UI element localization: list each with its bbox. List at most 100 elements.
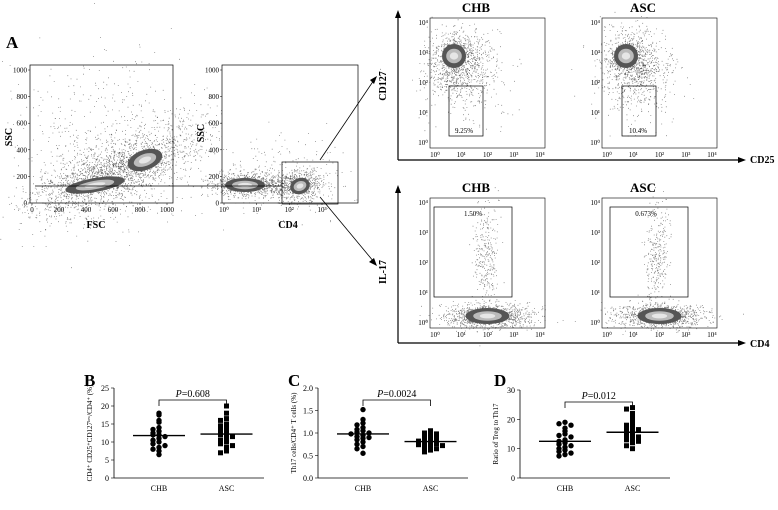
- tick-label: 10²: [655, 151, 664, 159]
- data-point: [156, 451, 162, 458]
- tick-label: 10¹: [457, 151, 466, 159]
- tick-label: 10²: [591, 259, 600, 267]
- data-point: [556, 432, 562, 439]
- cd4-gate: [281, 161, 339, 205]
- tick-label: 10⁰: [590, 319, 600, 327]
- x-tick-label: ASC: [423, 484, 439, 493]
- y-axis-label: SSC: [4, 128, 15, 146]
- y-tick-label: 0: [105, 474, 109, 483]
- data-point: [428, 444, 433, 449]
- tick-label: 10²: [285, 206, 294, 214]
- tick-label: 10⁴: [535, 331, 545, 339]
- y-tick-label: 0: [511, 474, 515, 483]
- y-tick-label: 0.0: [303, 474, 313, 483]
- tick-label: 10²: [419, 79, 428, 87]
- data-point: [224, 448, 229, 454]
- data-point: [630, 435, 635, 441]
- data-point: [422, 430, 427, 436]
- data-point: [630, 446, 635, 452]
- gate-percentage: 10.4%: [629, 127, 647, 135]
- tick-label: 10⁰: [430, 331, 440, 339]
- tick-label: 10³: [681, 151, 690, 159]
- y-axis-label: Ratio of Treg to Th17: [492, 403, 500, 464]
- y-tick-label: 0.5: [303, 452, 313, 461]
- data-point: [162, 433, 168, 440]
- y-tick-label: 20: [101, 402, 109, 411]
- data-point: [224, 435, 229, 441]
- data-point: [630, 413, 635, 419]
- data-point: [630, 410, 635, 416]
- data-point: [630, 428, 635, 434]
- data-point: [562, 451, 568, 458]
- data-point: [624, 422, 629, 428]
- data-point: [630, 431, 635, 437]
- gating-arrows: [35, 76, 377, 266]
- th17-x-label: CD4: [750, 339, 769, 350]
- data-point: [360, 428, 366, 434]
- data-point: [434, 435, 439, 440]
- significance-bracket: [362, 399, 431, 406]
- data-point: [422, 434, 427, 440]
- data-point: [354, 437, 360, 443]
- tick-label: 10³: [591, 49, 600, 57]
- data-point: [156, 412, 162, 418]
- gate-box: [448, 85, 484, 137]
- data-point: [568, 434, 574, 440]
- tick-label: 10⁰: [590, 139, 600, 147]
- y-axis-label: SSC: [196, 124, 207, 142]
- data-point: [422, 449, 427, 455]
- tick-label: 600: [108, 206, 119, 214]
- data-point: [562, 431, 568, 437]
- data-point: [218, 432, 223, 438]
- data-point: [428, 435, 433, 441]
- data-point: [162, 442, 168, 449]
- data-point: [360, 439, 366, 445]
- tick-label: 10¹: [629, 151, 638, 159]
- data-point: [224, 439, 229, 445]
- tick-label: 10⁰: [219, 206, 229, 214]
- y-tick-label: 10: [101, 438, 109, 447]
- data-point: [230, 443, 235, 449]
- data-point: [556, 441, 562, 447]
- data-point: [630, 419, 635, 425]
- tick-label: 10³: [317, 206, 326, 214]
- data-point: [360, 420, 366, 426]
- gate-box: [621, 85, 657, 137]
- data-point: [434, 437, 439, 443]
- data-point: [218, 437, 223, 443]
- data-point: [416, 442, 421, 448]
- panel-label-c: C: [288, 371, 300, 390]
- data-point: [422, 444, 427, 450]
- tick-label: 600: [17, 120, 28, 128]
- gate-percentage: 0.673%: [635, 210, 657, 218]
- data-point: [440, 443, 445, 449]
- data-point: [562, 447, 568, 453]
- tick-label: 10¹: [591, 289, 600, 297]
- significance-bracket: [564, 401, 633, 408]
- th17-title-chb: CHB: [462, 180, 491, 195]
- data-point: [218, 441, 223, 447]
- x-tick-label: CHB: [557, 484, 573, 493]
- tick-label: 600: [209, 120, 220, 128]
- data-point: [360, 450, 366, 456]
- panel-label-d: D: [494, 371, 506, 390]
- data-point: [556, 421, 562, 427]
- treg-y-label: CD127: [378, 71, 389, 100]
- y-tick-label: 2.0: [303, 384, 313, 393]
- data-point: [224, 425, 229, 431]
- data-point: [360, 443, 366, 450]
- tick-label: 0: [30, 206, 34, 214]
- data-point: [224, 444, 229, 450]
- tick-label: 10⁴: [591, 199, 601, 207]
- tick-label: 10³: [419, 49, 428, 57]
- data-point: [556, 448, 562, 455]
- data-point: [630, 424, 635, 430]
- treg-x-label: CD25: [750, 155, 774, 166]
- p-value: P=0.608: [175, 389, 210, 400]
